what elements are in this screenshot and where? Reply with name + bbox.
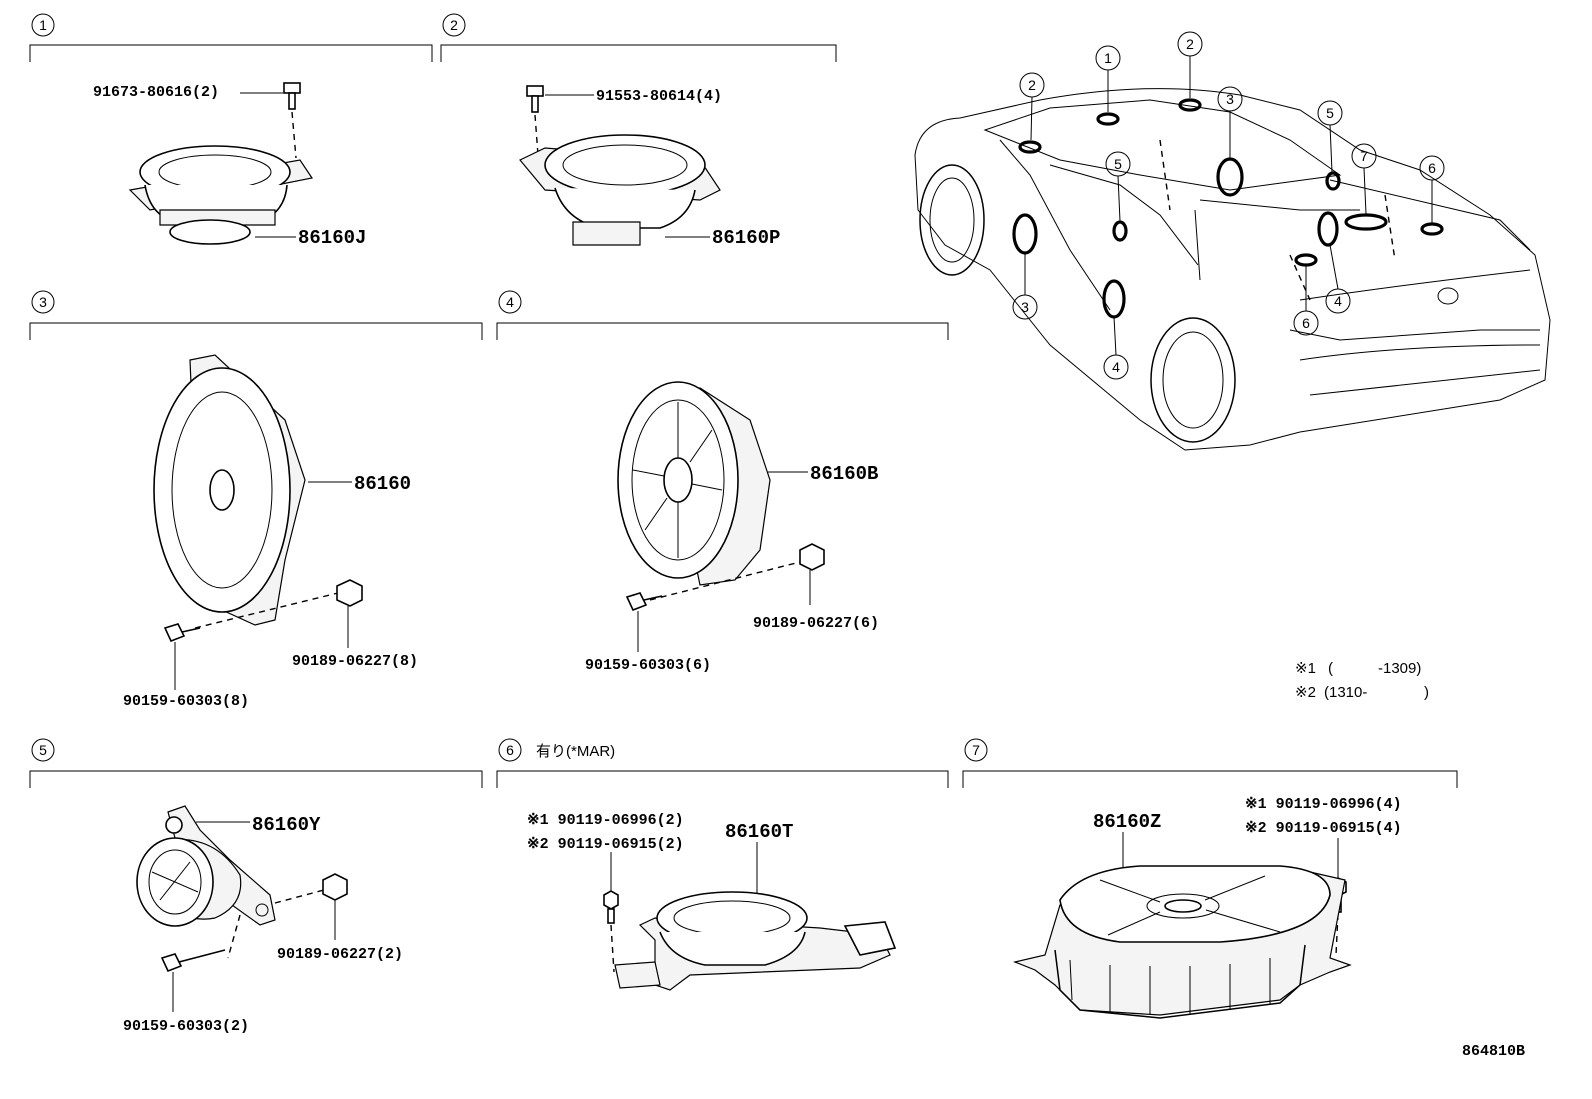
section-5-number: 5 — [39, 742, 47, 758]
s7-bolt2-label: ※2 90119-06915(4) — [1245, 820, 1402, 837]
s1-screw-label: 91673-80616(2) — [93, 84, 219, 101]
s2-speaker-86160P — [519, 134, 721, 246]
car-marker-3b — [1012, 213, 1038, 255]
car-callout-1: 1 — [1104, 50, 1112, 66]
car-callout-5b: 5 — [1326, 105, 1334, 121]
s1-speaker-label: 86160J — [298, 227, 366, 249]
car-callout-4a: 4 — [1334, 293, 1342, 309]
section-4-number: 4 — [506, 294, 514, 310]
section-3-number: 3 — [39, 294, 47, 310]
section-2-bracket — [440, 44, 837, 62]
diagram-id: 864810B — [1462, 1043, 1525, 1060]
section-4: 4 86160B 90189-06227(6) 90159-60303(6) — [496, 290, 949, 674]
section-2-number: 2 — [450, 17, 458, 33]
car-callout-6a: 6 — [1428, 160, 1436, 176]
note-1-open: ( — [1328, 660, 1333, 677]
note-1-mark: ※1 — [1295, 660, 1316, 677]
s1-speaker-86160J — [128, 145, 313, 245]
s4-nut — [799, 543, 825, 571]
car-callout-6b: 6 — [1302, 315, 1310, 331]
s5-nut — [322, 873, 348, 901]
s3-speaker-86160 — [153, 354, 306, 626]
s2-screw-label: 91553-80614(4) — [596, 88, 722, 105]
note-2-range: (1310- — [1324, 684, 1367, 701]
s4-screw — [625, 592, 663, 612]
s6-bolt — [603, 890, 619, 924]
s4-screw-label: 90159-60303(6) — [585, 657, 711, 674]
notes: ※1 ( -1309) ※2 (1310- ) — [1295, 660, 1429, 701]
s3-screw — [163, 623, 201, 643]
car-callout-3a: 3 — [1226, 91, 1234, 107]
s3-nut-label: 90189-06227(8) — [292, 653, 418, 670]
section-1-number: 1 — [39, 17, 47, 33]
car-marker-5a — [1112, 220, 1128, 242]
section-6-note: 有り(*MAR) — [536, 743, 615, 760]
s6-bolt2-label: ※2 90119-06915(2) — [527, 836, 684, 853]
s4-speaker-label: 86160B — [810, 463, 878, 485]
section-6-number: 6 — [506, 742, 514, 758]
section-1-bracket — [29, 44, 433, 62]
s5-speaker-label: 86160Y — [252, 814, 321, 836]
car-marker-4a — [1317, 211, 1339, 247]
section-5: 5 86160Y 90189-06227(2) 90159-60303(2) — [29, 738, 483, 1035]
section-3-bracket — [29, 322, 483, 340]
section-5-bracket — [29, 770, 483, 788]
section-7: 7 86160Z ※1 90119-06996(4) ※2 90119-0691… — [962, 738, 1458, 1019]
car-callout-4b: 4 — [1112, 359, 1120, 375]
car-callout-2a: 2 — [1028, 77, 1036, 93]
note-2-mark: ※2 — [1295, 684, 1316, 701]
note-1-range: -1309) — [1378, 660, 1421, 677]
car-marker-3a — [1216, 157, 1244, 197]
s7-subwoofer-86160Z — [1013, 865, 1352, 1019]
car-marker-5b — [1325, 171, 1341, 191]
car-callout-7: 7 — [1360, 148, 1368, 164]
note-2-close: ) — [1424, 684, 1429, 701]
car-marker-4b — [1102, 279, 1126, 319]
s5-nut-label: 90189-06227(2) — [277, 946, 403, 963]
car-marker-1 — [1096, 112, 1120, 126]
car-callout-5a: 5 — [1114, 156, 1122, 172]
s2-speaker-label: 86160P — [712, 227, 780, 249]
s4-speaker-86160B — [617, 381, 771, 586]
s3-screw-label: 90159-60303(8) — [123, 693, 249, 710]
section-3: 3 86160 90189-06227(8) 90159-60303(8) — [29, 290, 483, 710]
s2-screw — [526, 85, 544, 113]
car-callout-2b: 2 — [1186, 36, 1194, 52]
section-6-bracket — [496, 770, 949, 788]
section-7-bracket — [962, 770, 1458, 788]
car-marker-6a — [1420, 222, 1444, 236]
car-illustration: 1 2 2 3 3 4 4 5 5 6 6 7 — [914, 31, 1551, 451]
s6-speaker-86160T — [614, 891, 897, 991]
section-7-number: 7 — [972, 742, 980, 758]
s6-bolt1-label: ※1 90119-06996(2) — [527, 812, 684, 829]
s7-speaker-label: 86160Z — [1093, 811, 1161, 833]
s4-nut-label: 90189-06227(6) — [753, 615, 879, 632]
section-1: 1 91673-80616(2) 86160J — [29, 13, 433, 249]
car-marker-6b — [1294, 253, 1318, 267]
car-callout-3b: 3 — [1021, 299, 1029, 315]
car-marker-7 — [1344, 213, 1388, 231]
s3-nut — [336, 579, 363, 607]
s3-speaker-label: 86160 — [354, 473, 411, 495]
s1-screw — [283, 82, 301, 110]
s5-tweeter-86160Y — [136, 805, 276, 927]
s5-screw-label: 90159-60303(2) — [123, 1018, 249, 1035]
section-4-bracket — [496, 322, 949, 340]
s6-speaker-label: 86160T — [725, 821, 793, 843]
s7-bolt1-label: ※1 90119-06996(4) — [1245, 796, 1402, 813]
car-marker-2b — [1178, 98, 1202, 112]
s5-screw — [160, 949, 226, 973]
car-marker-2a — [1018, 140, 1042, 154]
section-6: 6 有り(*MAR) ※1 90119-06996(2) ※2 90119-06… — [496, 738, 949, 991]
section-2: 2 91553-80614(4) 86160P — [440, 13, 837, 249]
